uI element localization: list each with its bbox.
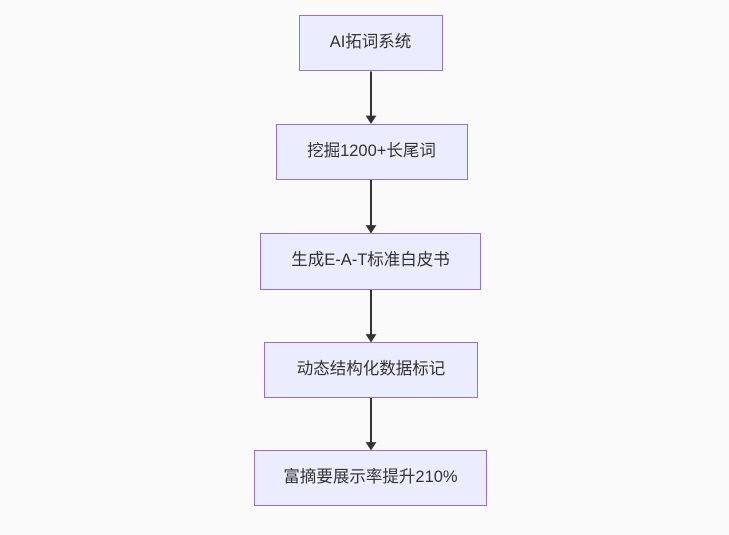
flow-node-label: 动态结构化数据标记: [296, 360, 446, 379]
flow-node-label: 生成E-A-T标准白皮书: [291, 251, 450, 270]
edge-step4-step5: [365, 398, 377, 451]
flow-node-ai-word-expansion: AI拓词系统: [298, 15, 443, 71]
edge-step1-step2: [365, 71, 377, 124]
flow-node-longtail-mining: 挖掘1200+长尾词: [275, 123, 468, 180]
flow-node-label: AI拓词系统: [329, 33, 412, 52]
flow-node-rich-snippet-lift: 富摘要展示率提升210%: [254, 450, 487, 506]
edge-step3-step4: [365, 289, 377, 343]
flow-node-structured-data: 动态结构化数据标记: [264, 342, 478, 398]
edge-step2-step3: [365, 180, 377, 234]
flow-node-label: 富摘要展示率提升210%: [283, 468, 458, 487]
flow-node-eat-whitepaper: 生成E-A-T标准白皮书: [260, 232, 481, 290]
flow-node-label: 挖掘1200+长尾词: [307, 141, 436, 160]
